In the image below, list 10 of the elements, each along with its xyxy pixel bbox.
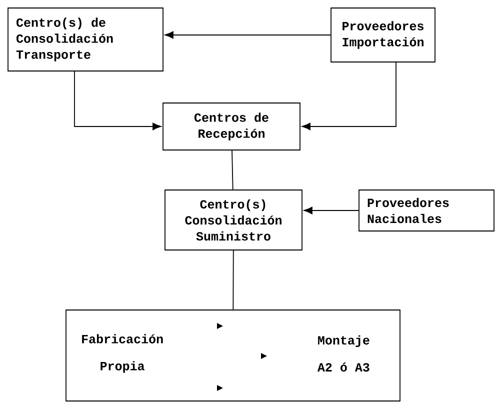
arrow [304, 206, 359, 214]
process-box: Fabricación Propia Montaje A2 ó A3 [66, 310, 400, 402]
arrow [164, 31, 331, 39]
process-box: Proveedores Nacionales [358, 190, 494, 232]
process-box: Centros de Recepción [162, 102, 300, 150]
process-box: Centro(s) de Consolidación Transporte [8, 8, 164, 72]
process-box: Proveedores Importación [330, 8, 436, 62]
arrow [302, 62, 396, 130]
arrow [74, 71, 162, 130]
process-box: Centro(s) Consolidación Suministro [164, 190, 302, 250]
